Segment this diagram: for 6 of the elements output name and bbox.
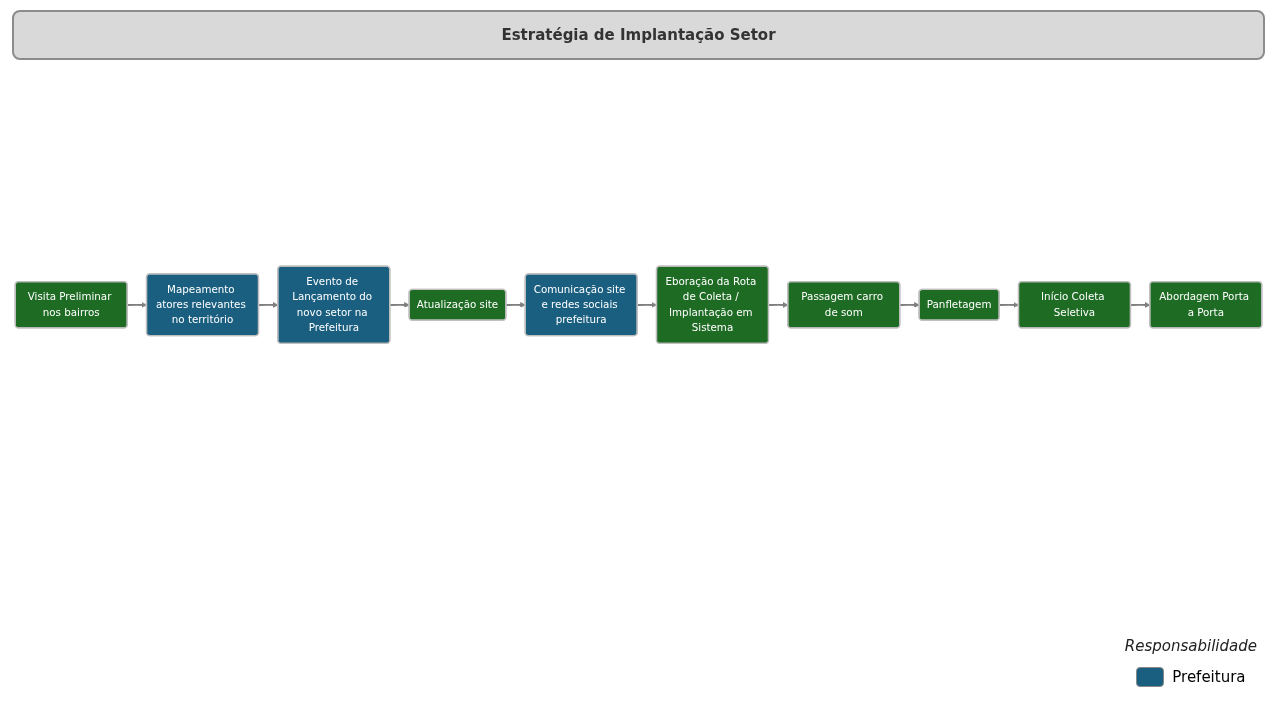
- legend-text: Prefeitura: [1172, 668, 1246, 686]
- legend-heading: Responsabilidade: [1124, 637, 1257, 655]
- arrow: [505, 302, 526, 308]
- diagram-title: Estratégia de Implantação Setor: [12, 10, 1265, 60]
- arrow: [899, 302, 920, 308]
- arrow: [389, 302, 410, 308]
